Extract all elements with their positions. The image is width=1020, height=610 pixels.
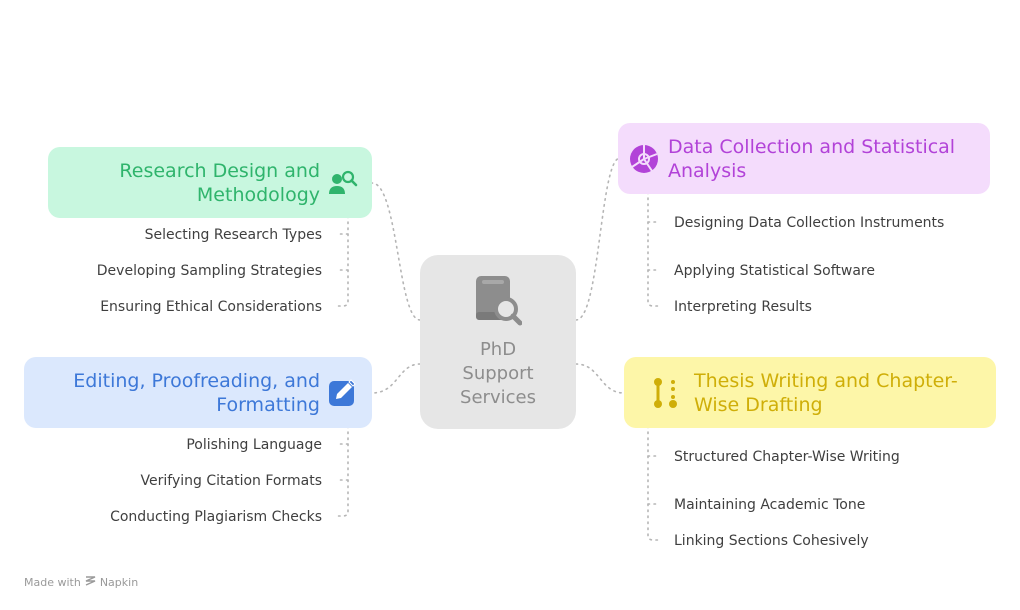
- chapter-timeline-icon: [652, 377, 680, 409]
- footer-brand: Napkin: [99, 575, 139, 589]
- leaf-item: Developing Sampling Strategies: [96, 263, 322, 279]
- connector-center-thesis: [575, 363, 625, 394]
- node-thesis-writing: Thesis Writing and Chapter-Wise Drafting: [624, 357, 996, 428]
- leaf-item: Applying Statistical Software: [674, 263, 875, 279]
- node-research-design: Research Design and Methodology: [48, 147, 372, 218]
- book-search-icon: [474, 274, 523, 330]
- leaf-item: Ensuring Ethical Considerations: [100, 299, 322, 315]
- leaf-item: Selecting Research Types: [144, 227, 322, 243]
- center-node: PhD Support Services: [420, 255, 576, 429]
- connector-editing-leaves: [335, 419, 349, 517]
- connector-center-research: [371, 182, 421, 321]
- connector-center-data: [575, 157, 621, 321]
- node-data-collection: Data Collection and Statistical Analysis: [618, 123, 990, 194]
- node-title: Thesis Writing and Chapter-Wise Drafting: [694, 369, 958, 416]
- leaf-item: Structured Chapter-Wise Writing: [674, 449, 900, 465]
- node-editing: Editing, Proofreading, and Formatting: [24, 357, 372, 428]
- researcher-search-icon: [328, 169, 358, 197]
- leaf-item: Maintaining Academic Tone: [674, 497, 866, 513]
- leaf-item: Interpreting Results: [674, 299, 812, 315]
- pie-chart-icon: [628, 143, 660, 175]
- leaf-item: Polishing Language: [186, 437, 322, 453]
- connector-research-leaves: [335, 209, 349, 307]
- napkin-logo-icon: [85, 575, 96, 589]
- leaf-item: Verifying Citation Formats: [140, 473, 322, 489]
- node-title: Editing, Proofreading, and Formatting: [73, 369, 320, 416]
- center-label: PhD Support Services: [460, 339, 536, 408]
- footer-credit: Made with Napkin: [24, 575, 138, 589]
- node-title: Data Collection and Statistical Analysis: [668, 135, 956, 182]
- connector-thesis-leaves: [647, 419, 661, 541]
- leaf-item: Linking Sections Cohesively: [674, 533, 869, 549]
- connector-data-leaves: [647, 185, 661, 307]
- footer-prefix: Made with: [24, 575, 81, 589]
- edit-pencil-icon: [328, 378, 358, 408]
- leaf-item: Conducting Plagiarism Checks: [110, 509, 322, 525]
- leaf-item: Designing Data Collection Instruments: [674, 215, 945, 231]
- node-title: Research Design and Methodology: [119, 159, 320, 206]
- connector-center-editing: [371, 363, 421, 394]
